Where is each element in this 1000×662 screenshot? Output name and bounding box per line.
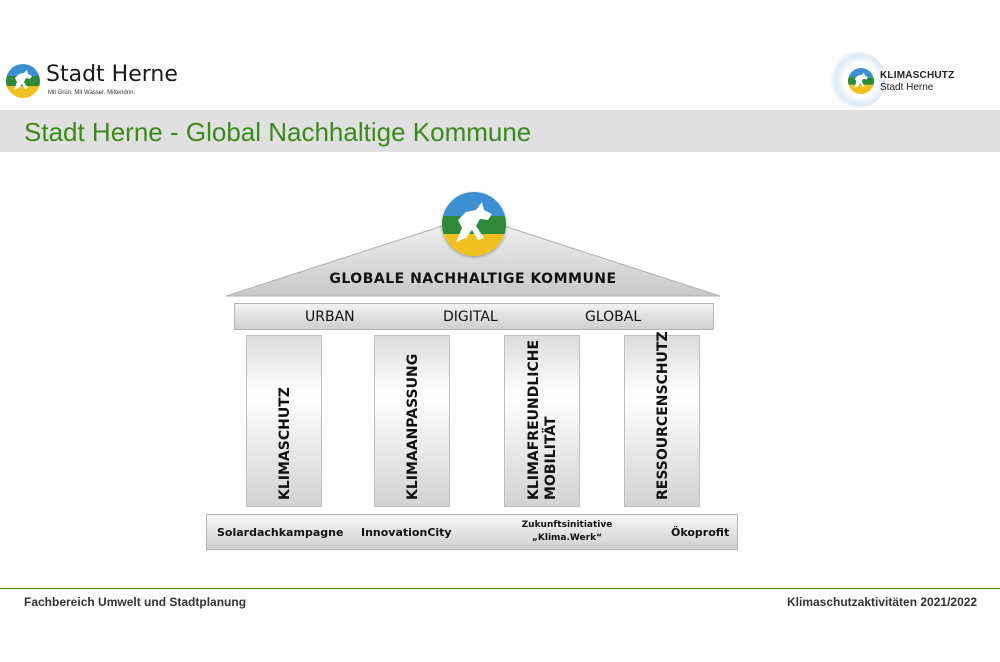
pillar-klimafreundliche-mobilitaet: KLIMAFREUNDLICHE MOBILITÄT bbox=[504, 335, 580, 507]
beam-word-digital: DIGITAL bbox=[443, 309, 498, 325]
base-item-innovationcity: InnovationCity bbox=[361, 526, 452, 539]
klimaschutz-title: KLIMASCHUTZ bbox=[880, 70, 955, 81]
page-title: Stadt Herne - Global Nachhaltige Kommune bbox=[24, 117, 532, 147]
footer-department: Fachbereich Umwelt und Stadtplanung bbox=[24, 595, 247, 609]
pillar-label: RESSOURCENSCHUTZ bbox=[625, 331, 701, 508]
horse-emblem-icon bbox=[848, 68, 874, 94]
klimaschutz-subtitle: Stadt Herne bbox=[880, 82, 934, 93]
pillar-klimaanpassung: KLIMAANPASSUNG bbox=[374, 335, 450, 507]
title-band: Stadt Herne - Global Nachhaltige Kommune bbox=[0, 110, 1000, 152]
logo-title: Stadt Herne bbox=[46, 62, 178, 87]
beam: URBAN DIGITAL GLOBAL bbox=[234, 303, 714, 330]
footer-topic: Klimaschutzaktivitäten 2021/2022 bbox=[787, 595, 978, 609]
pillar-label-line1: KLIMASCHUTZ bbox=[276, 387, 293, 500]
base-item-zukunftsinitiative: Zukunftsinitiative „Klima.Werk“ bbox=[507, 519, 627, 545]
beam-word-global: GLOBAL bbox=[585, 309, 642, 325]
roof-shape bbox=[226, 215, 720, 297]
base-item-label: Solardachkampagne bbox=[217, 526, 344, 539]
pillar-klimaschutz: KLIMASCHUTZ bbox=[246, 335, 322, 507]
logo-tagline: Mit Grün. Mit Wasser. Mittendrin. bbox=[48, 90, 136, 96]
base-item-label: Zukunftsinitiative bbox=[521, 520, 613, 530]
pillar-label-line1: RESSOURCENSCHUTZ bbox=[654, 331, 671, 500]
pillar-label-line1: KLIMAANPASSUNG bbox=[404, 353, 421, 500]
base-item-label: InnovationCity bbox=[361, 526, 452, 539]
pillar-label-line1: KLIMAFREUNDLICHE bbox=[526, 339, 542, 500]
pillar-label: KLIMAFREUNDLICHE MOBILITÄT bbox=[505, 336, 581, 508]
klimaschutz-logo: KLIMASCHUTZ Stadt Herne bbox=[830, 52, 990, 108]
base-item-solardachkampagne: Solardachkampagne bbox=[217, 526, 343, 539]
pillar-label: KLIMASCHUTZ bbox=[247, 336, 323, 508]
pillar-label-line2: MOBILITÄT bbox=[543, 416, 559, 500]
beam-word-urban: URBAN bbox=[305, 309, 355, 325]
pillar-label: KLIMAANPASSUNG bbox=[375, 336, 451, 508]
roof-label: GLOBALE NACHHALTIGE KOMMUNE bbox=[329, 271, 617, 287]
pillar-ressourcenschutz: RESSOURCENSCHUTZ bbox=[624, 331, 701, 508]
footer-divider bbox=[0, 588, 1000, 589]
horse-emblem-icon bbox=[442, 192, 506, 256]
stadt-herne-logo: Stadt Herne Mit Grün. Mit Wasser. Mitten… bbox=[6, 62, 196, 102]
base-item-oekoprofit: Ökoprofit bbox=[671, 526, 729, 539]
horse-emblem-icon bbox=[6, 64, 40, 98]
base-plinth: Solardachkampagne InnovationCity Zukunft… bbox=[206, 514, 738, 550]
base-item-label: Ökoprofit bbox=[671, 526, 730, 539]
base-item-sublabel: „Klima.Werk“ bbox=[532, 533, 602, 543]
